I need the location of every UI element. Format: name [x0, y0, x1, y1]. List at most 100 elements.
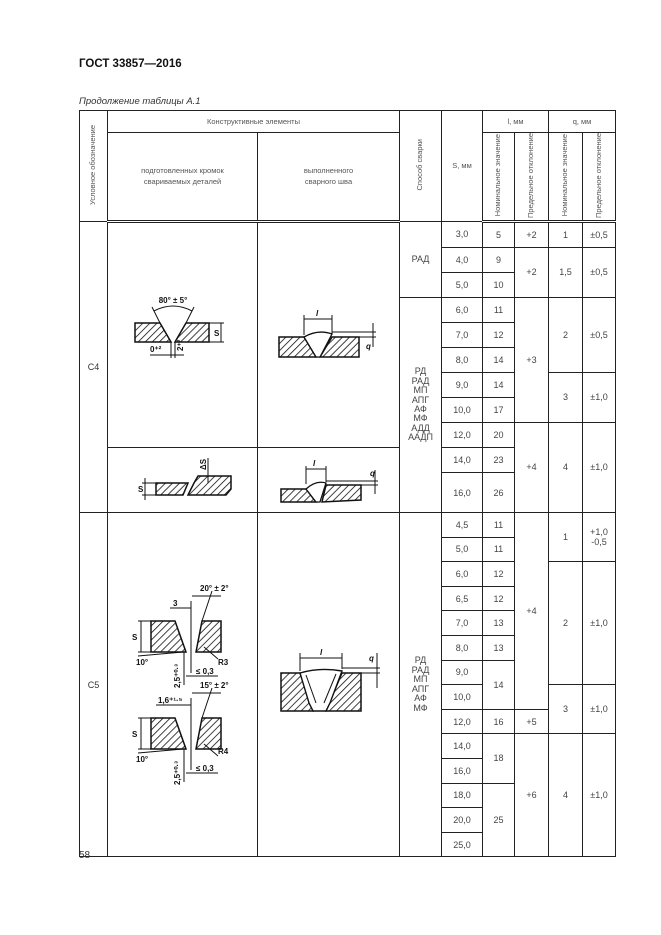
- svg-text:2,5⁺⁰·³: 2,5⁺⁰·³: [173, 761, 182, 785]
- c5-s-cell: 20,0: [441, 807, 484, 833]
- table-caption: Продолжение таблицы А.1: [79, 96, 201, 107]
- c5-s-cell: 25,0: [441, 831, 484, 858]
- c4-l-deviation-cell: +2: [514, 246, 550, 298]
- c4-completed-weld-drawing: l q: [256, 220, 401, 448]
- svg-text:q: q: [369, 654, 374, 663]
- c4-s-cell: 16,0: [441, 472, 484, 513]
- c5-l-nominal-cell: 18: [482, 733, 516, 784]
- header-completed-weld: выполненного сварного шва: [256, 132, 401, 223]
- c5-s-cell: 16,0: [441, 757, 484, 784]
- svg-text:R4: R4: [218, 747, 229, 756]
- c5-s-cell: 8,0: [441, 634, 484, 661]
- svg-text:1,6⁺¹·⁵: 1,6⁺¹·⁵: [158, 696, 183, 705]
- svg-text:q: q: [366, 342, 371, 351]
- c5-q-deviation-cell: ±1,0: [582, 733, 617, 858]
- c4-l-nominal-cell: 14: [482, 371, 516, 398]
- svg-text:15° ± 2°: 15° ± 2°: [200, 681, 229, 690]
- c5-l-deviation-cell: +6: [514, 733, 550, 858]
- c4-s-cell: 10,0: [441, 396, 484, 423]
- c4-l-nominal-cell: 20: [482, 421, 516, 448]
- c5-l-deviation-cell: +4: [514, 511, 550, 710]
- svg-text:3: 3: [173, 599, 178, 608]
- header-prepared-edges: подготовленных кромок свариваемых детале…: [107, 132, 258, 223]
- c5-s-cell: 6,5: [441, 585, 484, 612]
- svg-text:l: l: [313, 459, 316, 468]
- c5-q-deviation-cell: +1,0 -0,5: [582, 511, 617, 563]
- svg-text:l: l: [316, 309, 319, 318]
- c4-s-cell: 3,0: [441, 220, 484, 248]
- c4-q-nominal-cell: 1: [548, 220, 584, 248]
- c4-s-cell: 9,0: [441, 371, 484, 398]
- c5-q-nominal-cell: 1: [548, 511, 584, 563]
- c4-l-nominal-cell: 23: [482, 446, 516, 474]
- c4-l-nominal-cell: 5: [482, 220, 516, 248]
- c4-s-cell: 4,0: [441, 246, 484, 273]
- c5-s-cell: 14,0: [441, 733, 484, 759]
- c4-method-list: РД РАД МП АПГ АФ МФ АДД ААДП: [399, 296, 443, 513]
- c4-s-cell: 7,0: [441, 321, 484, 348]
- svg-text:0⁺²: 0⁺²: [150, 345, 162, 354]
- svg-text:20° ± 2°: 20° ± 2°: [200, 584, 229, 593]
- svg-text:S: S: [132, 633, 138, 642]
- c5-q-deviation-cell: ±1,0: [582, 561, 617, 686]
- header-q-nominal: Номинальное значение: [548, 132, 584, 223]
- c4-q-deviation-cell: ±1,0: [582, 421, 617, 513]
- c5-l-nominal-cell: 12: [482, 585, 516, 612]
- c5-l-nominal-cell: 13: [482, 634, 516, 661]
- svg-text:l: l: [320, 648, 323, 657]
- svg-text:2⁺²: 2⁺²: [176, 339, 185, 351]
- c5-l-nominal-cell: 11: [482, 536, 516, 563]
- svg-text:S: S: [214, 329, 220, 338]
- c5-l-nominal-cell: 14: [482, 659, 516, 710]
- c5-l-nominal-cell: 13: [482, 610, 516, 636]
- c5-method-list: РД РАД МП АПГ АФ МФ: [399, 511, 443, 858]
- c4-q-deviation-cell: ±0,5: [582, 296, 617, 373]
- svg-text:ΔS: ΔS: [199, 458, 208, 470]
- c5-l-nominal-cell: 12: [482, 561, 516, 587]
- svg-text:R3: R3: [218, 658, 229, 667]
- c4-q-nominal-cell: 1,5: [548, 246, 584, 298]
- c5-q-nominal-cell: 3: [548, 684, 584, 735]
- c5-s-cell: 12,0: [441, 708, 484, 735]
- c4-completed-weld-drawing-2: l q: [256, 446, 401, 513]
- c4-s-cell: 12,0: [441, 421, 484, 448]
- c4-l-nominal-cell: 26: [482, 472, 516, 513]
- c5-l-nominal-cell: 11: [482, 511, 516, 538]
- header-structural-elements: Конструктивные элементы: [106, 110, 401, 133]
- c5-s-cell: 5,0: [441, 536, 484, 563]
- svg-text:10°: 10°: [136, 755, 148, 764]
- c5-s-cell: 6,0: [441, 561, 484, 587]
- c4-s-cell: 5,0: [441, 271, 484, 298]
- c4-s-cell: 8,0: [441, 346, 484, 373]
- svg-text:≤ 0,3: ≤ 0,3: [196, 764, 214, 773]
- c4-q-deviation-cell: ±0,5: [582, 220, 617, 248]
- c4-q-nominal-cell: 2: [548, 296, 584, 373]
- c5-s-cell: 9,0: [441, 659, 484, 686]
- c5-q-nominal-cell: 4: [548, 733, 584, 858]
- document-title: ГОСТ 33857—2016: [79, 58, 182, 70]
- c5-completed-weld-drawing: l q: [256, 511, 401, 858]
- c4-q-deviation-cell: ±0,5: [582, 246, 617, 298]
- header-q-deviation: Предельное отклонение: [582, 132, 617, 223]
- c4-l-nominal-cell: 9: [482, 246, 516, 273]
- c4-l-nominal-cell: 10: [482, 271, 516, 298]
- c4-method-rad: РАД: [399, 220, 443, 298]
- c5-l-nominal-cell: 16: [482, 708, 516, 735]
- c4-q-deviation-cell: ±1,0: [582, 371, 617, 423]
- c4-l-nominal-cell: 12: [482, 321, 516, 348]
- designation-c5: C5: [79, 511, 108, 858]
- c5-l-deviation-cell: +5: [514, 708, 550, 735]
- header-welding-method: Способ сварки: [399, 110, 443, 222]
- welded-joints-table: Условное обозначение Конструктивные элем…: [79, 110, 617, 858]
- c4-s-cell: 6,0: [441, 296, 484, 323]
- c5-s-cell: 10,0: [441, 684, 484, 710]
- header-l-deviation: Предельное отклонение: [514, 132, 550, 223]
- header-l-nominal: Номинальное значение: [482, 132, 516, 223]
- c5-l-nominal-cell: 25: [482, 782, 516, 858]
- c5-s-cell: 7,0: [441, 610, 484, 636]
- designation-c4: C4: [79, 220, 108, 513]
- c5-s-cell: 4,5: [441, 511, 484, 538]
- c5-s-cell: 18,0: [441, 782, 484, 809]
- header-s: S, мм: [441, 110, 484, 222]
- c4-l-nominal-cell: 14: [482, 346, 516, 373]
